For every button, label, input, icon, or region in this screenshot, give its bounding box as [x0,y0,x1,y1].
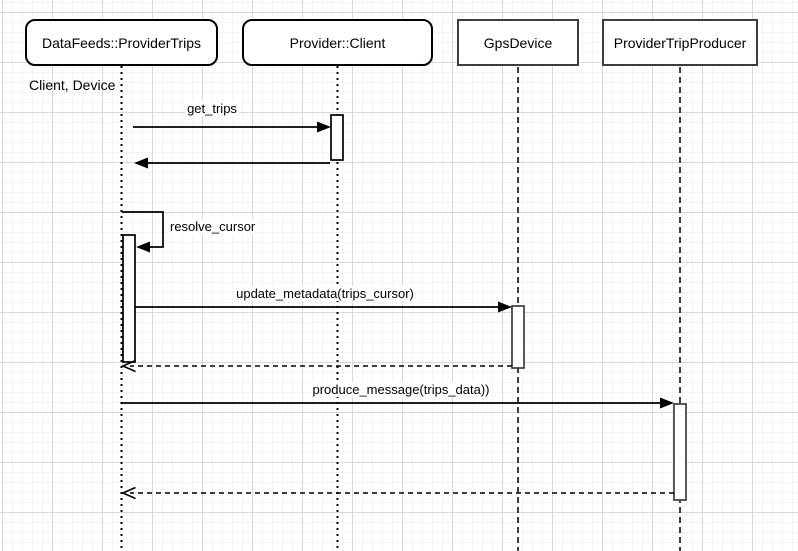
participant-datafeeds-providertrips[interactable]: DataFeeds::ProviderTrips [25,19,218,66]
participant-label: ProviderTripProducer [613,34,747,51]
filled-arrowhead-icon [134,157,148,169]
lifelines [120,66,681,551]
filled-arrowhead-icon [660,397,674,409]
participant-provider-client[interactable]: Provider::Client [242,19,433,66]
open-arrowhead-icon [121,486,136,500]
annotation-client-device[interactable]: Client, Device [29,77,116,93]
message-label-get-trips[interactable]: get_trips [185,101,239,116]
message-label-update-metadata[interactable]: update_metadata(trips_cursor) [234,286,416,301]
arrow-produce-message[interactable] [122,397,674,409]
open-arrowhead-icon [121,359,136,373]
participant-label: DataFeeds::ProviderTrips [42,34,201,51]
message-label-produce-message[interactable]: produce_message(trips_data)) [310,382,492,397]
activation-datafeeds-providertrips[interactable] [122,234,136,363]
activation-provider-client[interactable] [330,114,344,161]
activation-bars [122,114,687,501]
arrow-resolve-cursor-self[interactable] [122,211,164,253]
arrow-produce-message-return[interactable] [121,486,674,500]
participant-gpsdevice[interactable]: GpsDevice [457,19,579,66]
activation-providertripproducer[interactable] [673,403,687,501]
filled-arrowhead-icon [136,241,150,253]
arrow-update-metadata[interactable] [135,301,512,313]
arrow-update-metadata-return[interactable] [121,359,512,373]
activation-gpsdevice[interactable] [511,305,525,369]
participant-label: GpsDevice [483,34,553,51]
message-label-resolve-cursor[interactable]: resolve_cursor [168,219,258,234]
participant-providertripproducer[interactable]: ProviderTripProducer [602,19,758,66]
filled-arrowhead-icon [317,121,331,133]
participant-label: Provider::Client [289,34,386,51]
arrow-get-trips[interactable] [133,121,331,133]
arrow-get-trips-return[interactable] [134,157,330,169]
filled-arrowhead-icon [498,301,512,313]
